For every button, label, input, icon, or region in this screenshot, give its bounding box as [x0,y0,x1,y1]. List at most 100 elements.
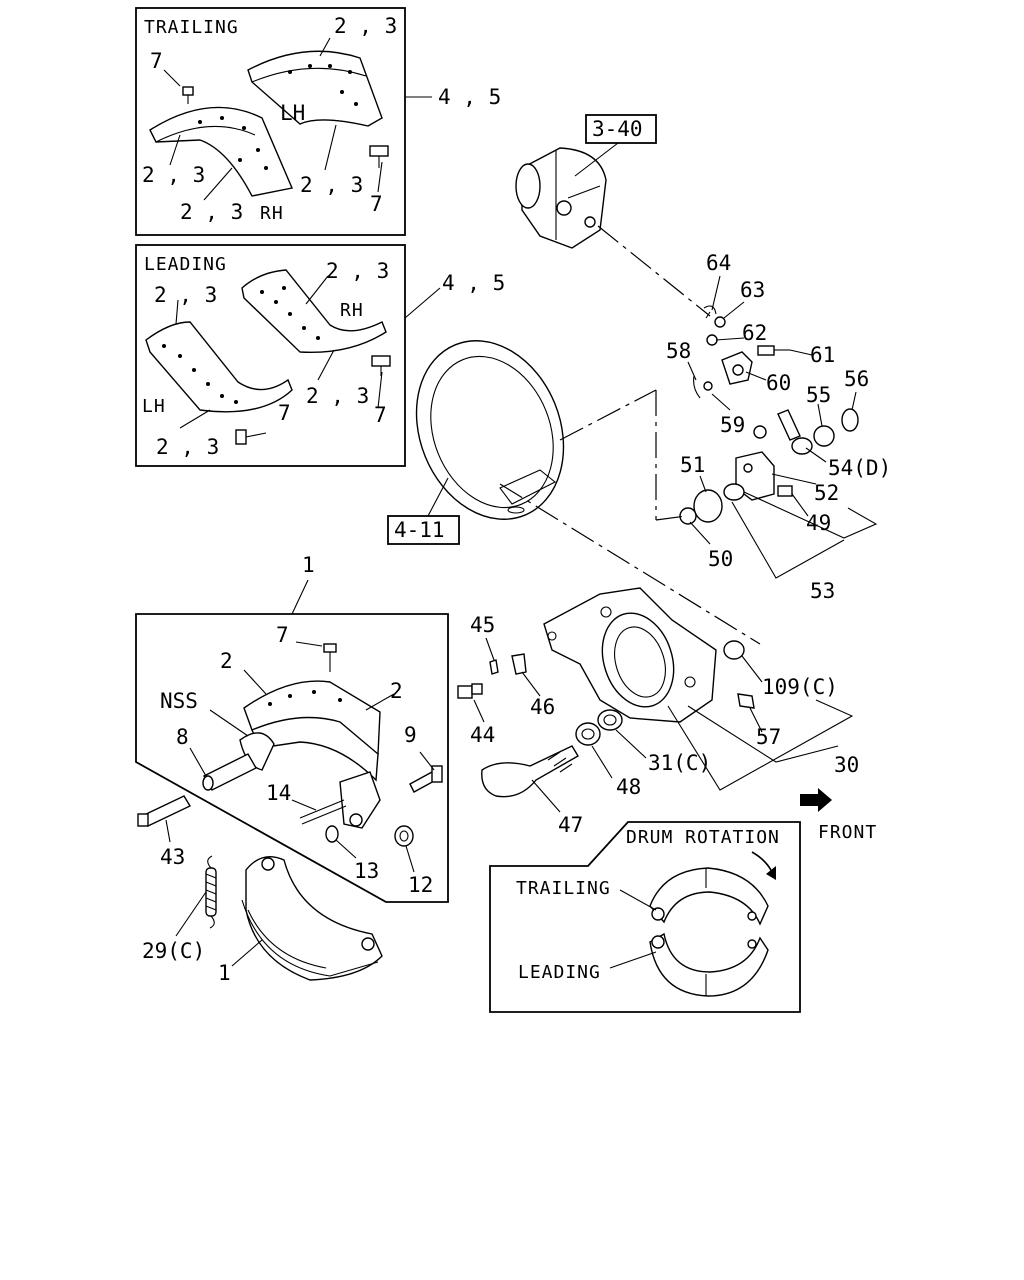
leading-label-rh: RH [340,300,364,321]
pin-8 [202,753,257,791]
callout-55: 55 [806,383,831,407]
drum-shoes-illustration [649,867,769,997]
return-spring-29 [205,855,217,929]
shoe-label-2-right: 2 [390,679,403,703]
front-label: FRONT [818,822,877,843]
ref-box-4-11-label: 4-11 [394,518,445,542]
leading-label-7-right: 7 [374,403,387,427]
rotation-arrow-icon [751,851,773,873]
shoe-body [239,732,381,829]
callout-46: 46 [530,695,555,719]
leading-rivet-lower [235,429,267,445]
trailing-rivet-upper [182,86,194,104]
washer-13 [325,825,339,843]
anchor-pin-43 [137,795,191,827]
bolt-44 [457,683,483,699]
shoe-label-7: 7 [276,623,289,647]
callout-1: 1 [218,961,231,985]
seal-31 [597,709,623,731]
roller-12 [394,825,414,847]
leading-panel-title: LEADING [144,254,227,275]
trailing-label-2-3-bottom: 2 , 3 [180,200,243,224]
callout-47: 47 [558,813,583,837]
trailing-panel-title: TRAILING [144,17,239,38]
callout-51: 51 [680,453,705,477]
callout-49: 49 [806,511,831,535]
callout-54d: 54(D) [828,456,891,480]
clip-45 [489,659,499,675]
callout-60: 60 [766,371,791,395]
leading-label-2-3-right: 2 , 3 [306,384,369,408]
shoe-label-2-left: 2 [220,649,233,673]
leading-panel-border [135,244,406,467]
backing-plate [415,340,565,520]
callout-53: 53 [810,579,835,603]
callout-29c: 29(C) [142,939,205,963]
shoe-assembly-panel: 1 [135,553,449,903]
trailing-lh-lining [247,50,383,127]
shoe-label-9: 9 [404,723,417,747]
callout-63: 63 [740,278,765,302]
callout-44: 44 [470,723,495,747]
callout-50: 50 [708,547,733,571]
leading-rh-lining [241,269,387,354]
drum-rotation-panel-border [489,821,801,1013]
drum-rotation-trailing-label: TRAILING [516,878,611,899]
trailing-label-2-3-left: 2 , 3 [142,163,205,187]
leading-rivet-upper [371,355,391,376]
ref-box-3-40 [585,114,657,144]
trailing-label-7-upper: 7 [150,49,163,73]
shoe-label-13: 13 [354,859,379,883]
ref-box-3-40-label: 3-40 [592,117,643,141]
callout-109c: 109(C) [762,675,838,699]
trailing-label-7-lower: 7 [370,192,383,216]
trailing-rivet-lower [369,145,389,168]
shoe-label-nss: NSS [160,689,198,713]
callout-64: 64 [706,251,731,275]
brake-chamber [515,147,607,249]
trailing-label-2-3-top: 2 , 3 [334,14,397,38]
bushing-109 [723,640,745,660]
bracket-46 [511,653,527,675]
callout-62: 62 [742,321,767,345]
washer-48 [575,722,601,746]
trailing-panel: TRAILING 2 , [135,7,501,236]
callout-58: 58 [666,339,691,363]
trailing-rh-lining [149,106,293,197]
drum-rotation-panel: DRUM ROTATION TRAILING LEADING [489,821,801,1013]
callout-48: 48 [616,775,641,799]
brake-shoe-1 [241,856,383,981]
trailing-label-lh: LH [280,101,305,125]
leading-label-lh: LH [142,396,166,417]
drum-rotation-leading-label: LEADING [518,962,601,983]
callout-45: 45 [470,613,495,637]
pin-9 [409,765,443,793]
trailing-label-rh: RH [260,203,284,224]
leading-label-2-3-bottom: 2 , 3 [156,435,219,459]
callout-43: 43 [160,845,185,869]
callout-52: 52 [814,481,839,505]
shoe-assembly-panel-border [135,613,449,903]
callout-31c: 31(C) [648,751,711,775]
shoe-label-12: 12 [408,873,433,897]
callout-57: 57 [756,725,781,749]
slack-adjuster-group [559,305,859,525]
drum-rotation-title: DRUM ROTATION [626,827,780,848]
leading-panel: LEADING 2 , 3 2 , 3 RH [135,244,505,467]
trailing-panel-border [135,7,406,236]
rivet-7 [323,643,337,672]
trailing-ref-4-5: 4 , 5 [438,85,501,109]
shoe-label-8: 8 [176,725,189,749]
callout-59: 59 [720,413,745,437]
callout-30: 30 [834,753,859,777]
callout-56: 56 [844,367,869,391]
leading-label-2-3-top-left: 2 , 3 [154,283,217,307]
leading-lh-lining [145,321,293,413]
grease-nipple-57 [737,693,755,709]
trailing-label-2-3-right: 2 , 3 [300,173,363,197]
callout-61: 61 [810,343,835,367]
front-arrow-icon [800,788,832,812]
pin-14 [299,799,347,825]
leading-label-2-3-top-right: 2 , 3 [326,259,389,283]
